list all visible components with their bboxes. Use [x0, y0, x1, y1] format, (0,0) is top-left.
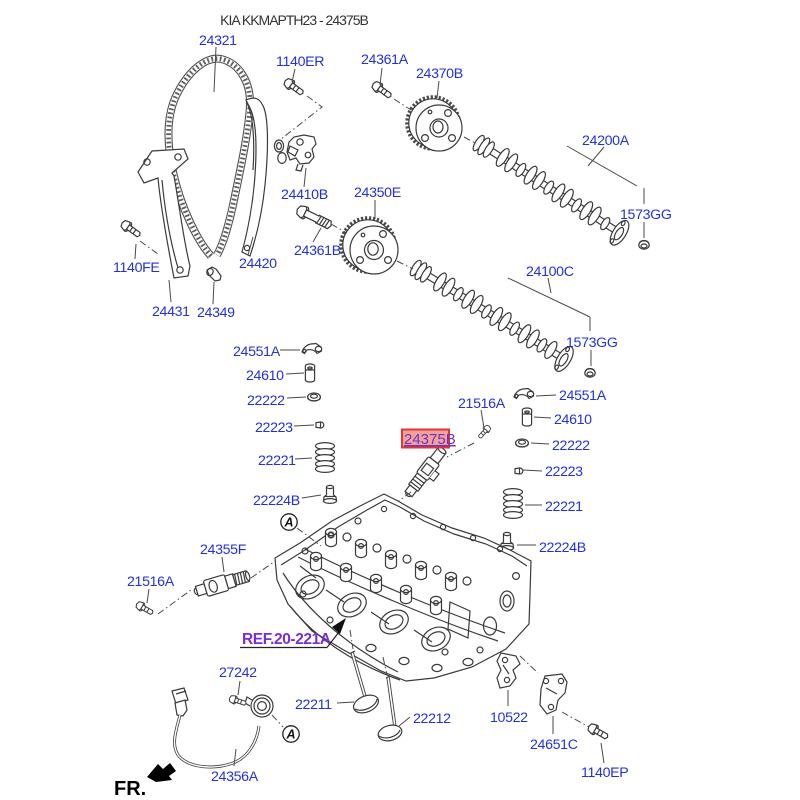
- svg-text:24420: 24420: [239, 256, 277, 272]
- svg-text:24370B: 24370B: [416, 66, 463, 82]
- svg-text:24200A: 24200A: [582, 133, 630, 149]
- svg-text:24410B: 24410B: [281, 187, 328, 203]
- svg-text:24375B: 24375B: [404, 431, 456, 448]
- svg-text:KIA KKMAPTH23 - 24375B: KIA KKMAPTH23 - 24375B: [220, 12, 368, 28]
- svg-text:27242: 27242: [219, 665, 257, 681]
- svg-text:10522: 10522: [490, 710, 528, 726]
- svg-text:24349: 24349: [197, 305, 235, 321]
- svg-text:REF.20-221A: REF.20-221A: [242, 631, 331, 648]
- svg-text:24361A: 24361A: [361, 52, 409, 68]
- svg-text:24610: 24610: [554, 412, 592, 428]
- svg-text:22221: 22221: [545, 499, 583, 515]
- svg-text:24100C: 24100C: [526, 264, 574, 280]
- svg-text:24356A: 24356A: [211, 769, 259, 785]
- svg-text:22211: 22211: [295, 697, 332, 713]
- svg-text:1140EP: 1140EP: [581, 765, 628, 781]
- svg-text:1573GG: 1573GG: [620, 207, 672, 223]
- svg-text:22221: 22221: [258, 453, 296, 469]
- svg-text:22222: 22222: [552, 438, 590, 454]
- svg-text:24551A: 24551A: [559, 388, 607, 404]
- svg-text:24551A: 24551A: [233, 344, 281, 360]
- svg-text:1573GG: 1573GG: [566, 335, 618, 351]
- svg-text:22224B: 22224B: [253, 493, 300, 509]
- svg-text:22212: 22212: [413, 711, 451, 727]
- svg-text:21516A: 21516A: [458, 396, 506, 412]
- svg-text:24321: 24321: [199, 33, 237, 49]
- svg-text:21516A: 21516A: [127, 574, 175, 590]
- svg-text:1140FE: 1140FE: [113, 260, 160, 276]
- svg-text:1140ER: 1140ER: [276, 54, 324, 70]
- svg-text:24355F: 24355F: [200, 542, 247, 558]
- svg-text:22223: 22223: [545, 464, 583, 480]
- svg-text:22222: 22222: [247, 393, 285, 409]
- svg-text:24361B: 24361B: [294, 243, 341, 259]
- svg-text:24350E: 24350E: [354, 185, 401, 201]
- svg-text:22224B: 22224B: [539, 540, 586, 556]
- svg-text:24431: 24431: [152, 304, 190, 320]
- svg-text:22223: 22223: [255, 420, 293, 436]
- svg-text:24651C: 24651C: [530, 737, 578, 753]
- svg-text:FR.: FR.: [114, 778, 146, 800]
- svg-text:24610: 24610: [246, 368, 284, 384]
